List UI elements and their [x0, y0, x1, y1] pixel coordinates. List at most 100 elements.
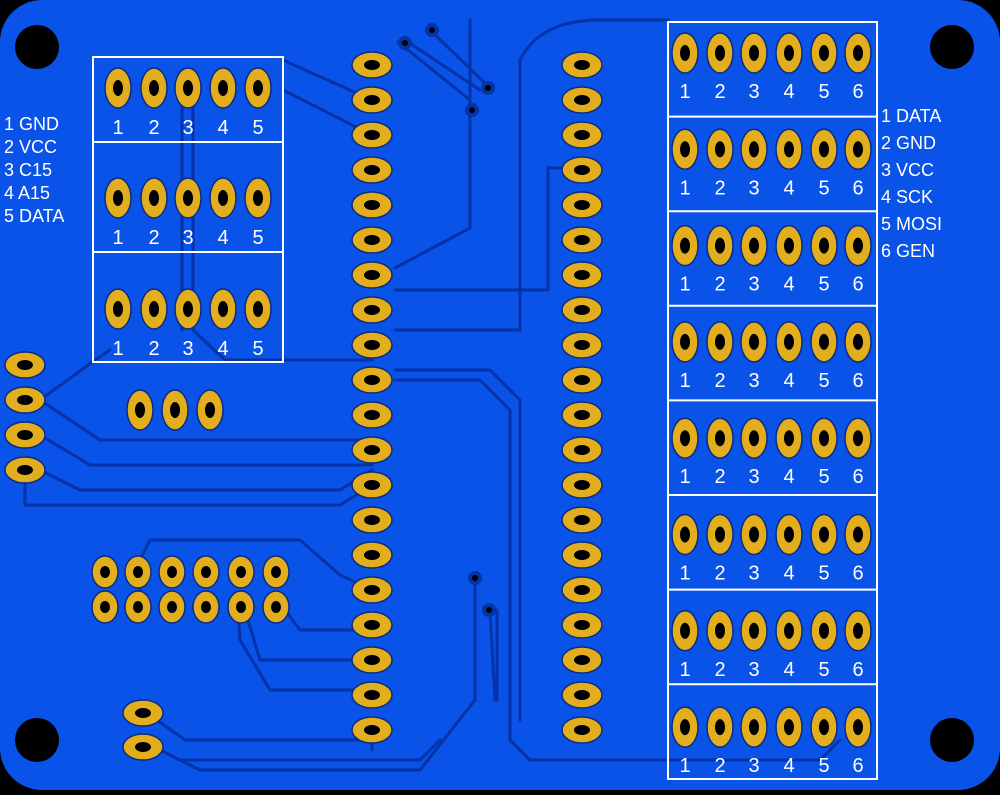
- pin-number-label: 3: [748, 659, 759, 681]
- left-legend-line: 4 A15: [4, 183, 50, 203]
- pad-drill: [167, 601, 177, 613]
- through-hole-pad: [196, 389, 224, 431]
- pad-drill: [574, 95, 590, 105]
- pad-drill: [680, 622, 690, 639]
- through-hole-pad: [775, 513, 803, 556]
- pin-number-label: 6: [852, 755, 863, 777]
- right-legend-line: 4 SCK: [881, 187, 933, 207]
- pad-drill: [574, 620, 590, 630]
- through-hole-pad: [140, 177, 168, 219]
- copper-trace: [148, 713, 374, 742]
- pad-drill: [680, 45, 690, 61]
- pin-number-label: 3: [182, 338, 193, 360]
- through-hole-pad: [740, 128, 768, 171]
- through-hole-pad: [351, 471, 393, 499]
- pin-number-label: 1: [679, 466, 690, 488]
- through-hole-pad: [706, 706, 734, 748]
- pin-number-label: 4: [783, 466, 794, 488]
- pad-drill: [574, 200, 590, 210]
- mounting-hole-icon: [15, 25, 59, 69]
- through-hole-pad: [351, 506, 393, 534]
- through-hole-pad: [706, 321, 734, 363]
- pad-drill: [183, 301, 193, 317]
- pad-drill: [364, 585, 380, 595]
- pad-drill: [364, 130, 380, 140]
- left-pin-legend: 1 GND 2 VCC 3 C15 4 A15 5 DATA: [4, 114, 64, 226]
- through-hole-pad: [706, 128, 734, 171]
- pin-number-label: 4: [783, 274, 794, 296]
- through-hole-pad: [561, 296, 603, 324]
- pad-drill: [364, 235, 380, 245]
- through-hole-pad: [227, 590, 255, 624]
- pad-drill: [784, 622, 794, 639]
- pad-drill: [133, 601, 143, 613]
- through-hole-pad: [775, 32, 803, 74]
- through-hole-pad: [810, 610, 838, 652]
- copper-trace: [426, 26, 490, 88]
- through-hole-pad: [351, 366, 393, 394]
- copper-trace: [393, 58, 522, 332]
- pad-drill: [574, 270, 590, 280]
- pad-drill: [680, 141, 690, 158]
- through-hole-pad: [561, 611, 603, 639]
- through-hole-pad: [244, 67, 272, 109]
- through-hole-pad: [351, 401, 393, 429]
- through-hole-pad: [844, 32, 872, 74]
- through-hole-pad: [810, 513, 838, 556]
- copper-trace: [393, 368, 522, 722]
- through-hole-pad: [810, 321, 838, 363]
- pin-number-label: 5: [252, 338, 263, 360]
- pad-drill: [364, 60, 380, 70]
- through-hole-pad: [561, 576, 603, 604]
- copper-trace: [396, 40, 472, 102]
- through-hole-pad: [351, 226, 393, 254]
- pin-number-label: 1: [679, 274, 690, 296]
- pad-drill: [364, 270, 380, 280]
- pad-drill: [784, 141, 794, 158]
- pin-number-label: 5: [818, 177, 829, 199]
- pad-drill: [784, 237, 794, 254]
- through-hole-pad: [740, 224, 768, 267]
- pad-drill: [715, 526, 725, 543]
- copper-trace: [243, 608, 374, 662]
- pad-drill: [574, 445, 590, 455]
- pin-number-label: 2: [714, 466, 725, 488]
- pad-drill: [574, 235, 590, 245]
- pad-drill: [819, 237, 829, 254]
- pin-number-label: 5: [818, 563, 829, 585]
- pin-number-label: 3: [748, 466, 759, 488]
- pad-drill: [749, 719, 759, 736]
- through-hole-pad: [740, 706, 768, 748]
- pin-number-label: 1: [112, 227, 123, 249]
- pad-drill: [17, 430, 33, 440]
- pin-number-label: 2: [714, 177, 725, 199]
- through-hole-pad: [844, 417, 872, 459]
- through-hole-pad: [351, 541, 393, 569]
- through-hole-pad: [671, 32, 699, 74]
- via: [468, 571, 482, 585]
- pad-drill: [113, 80, 123, 96]
- through-hole-pad: [158, 590, 186, 624]
- through-hole-pad: [810, 417, 838, 459]
- copper-trace: [148, 576, 477, 772]
- pin-number-label: 3: [182, 117, 193, 139]
- through-hole-pad: [351, 576, 393, 604]
- pad-drill: [853, 45, 863, 61]
- right-legend-line: 1 DATA: [881, 106, 941, 126]
- copper-trace: [518, 18, 670, 62]
- pad-drill: [819, 622, 829, 639]
- pad-drill: [715, 622, 725, 639]
- pin-number-label: 4: [783, 370, 794, 392]
- pin-number-label: 6: [852, 563, 863, 585]
- pad-drill: [574, 305, 590, 315]
- pad-drill: [253, 301, 263, 317]
- pin-number-label: 2: [714, 81, 725, 103]
- pad-drill: [574, 375, 590, 385]
- through-hole-pad: [351, 121, 393, 149]
- copper-trace: [38, 348, 112, 402]
- pad-drill: [680, 430, 690, 447]
- through-hole-pad: [351, 436, 393, 464]
- via-drill: [472, 575, 478, 581]
- pad-drill: [364, 690, 380, 700]
- through-hole-pad: [124, 590, 152, 624]
